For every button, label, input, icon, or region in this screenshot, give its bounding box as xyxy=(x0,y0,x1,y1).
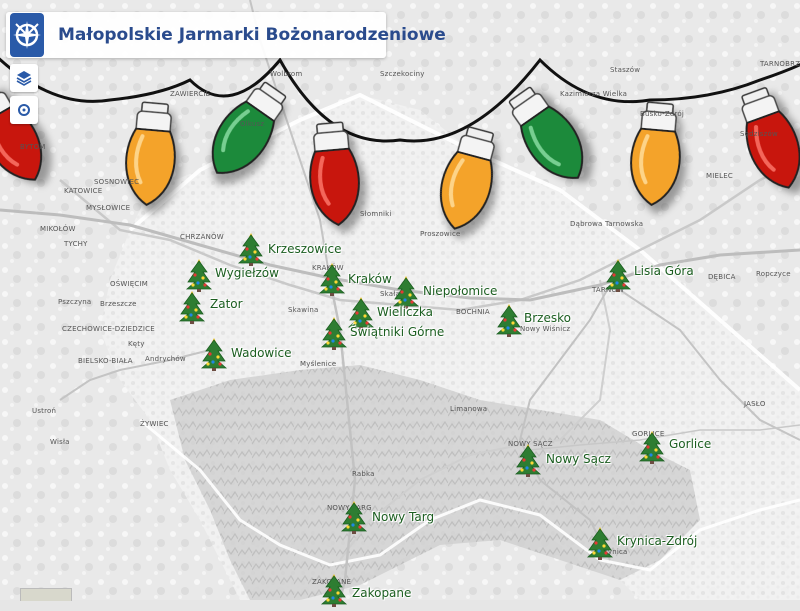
compass-star-icon[interactable] xyxy=(10,13,44,57)
marker-label[interactable]: Wygiełzów xyxy=(215,266,279,280)
christmas-tree-icon[interactable] xyxy=(392,275,420,309)
marker-label[interactable]: Lisia Góra xyxy=(634,264,694,278)
marker-label[interactable]: Gorlice xyxy=(669,437,711,451)
marker-label[interactable]: Krynica-Zdrój xyxy=(617,534,697,548)
basemap-place-label: Olkusz xyxy=(240,120,264,128)
christmas-tree-icon[interactable] xyxy=(320,573,348,607)
marker-label[interactable]: Świątniki Górne xyxy=(350,325,444,339)
basemap-place-label: Nowy Wiśnicz xyxy=(520,325,570,333)
basemap-place-label: CZECHOWICE-DZIEDZICE xyxy=(62,325,155,333)
basemap-place-label: Myślenice xyxy=(300,360,336,368)
basemap-place-label: Szczekociny xyxy=(380,70,425,78)
marker-label[interactable]: Wieliczka xyxy=(377,305,433,319)
basemap-place-label: ZAWIERCIE xyxy=(170,90,210,98)
marker-label[interactable]: Zakopane xyxy=(352,586,411,600)
basemap-place-label: Kazimierza Wielka xyxy=(560,90,627,98)
christmas-tree-icon[interactable] xyxy=(495,303,523,337)
basemap-place-label: Ustroń xyxy=(32,407,56,415)
marker-label[interactable]: Wadowice xyxy=(231,346,292,360)
basemap-place-label: Słomniki xyxy=(360,210,392,218)
christmas-tree-icon[interactable] xyxy=(318,262,346,296)
basemap-place-label: OŚWIĘCIM xyxy=(110,280,148,288)
marker-label[interactable]: Nowy Sącz xyxy=(546,452,611,466)
basemap-place-label: TYCHY xyxy=(64,240,88,248)
marker-label[interactable]: Brzesko xyxy=(524,311,571,325)
basemap-place-label: Dąbrowa Tarnowska xyxy=(570,220,643,228)
christmas-tree-icon[interactable] xyxy=(178,290,206,324)
basemap-place-label: Pszczyna xyxy=(58,298,91,306)
christmas-tree-icon[interactable] xyxy=(514,443,542,477)
minimap-toggle[interactable] xyxy=(20,588,72,601)
title-bar: Małopolskie Jarmarki Bożonarodzeniowe xyxy=(6,12,386,58)
basemap-place-label: Staszów xyxy=(610,66,640,74)
basemap-place-label: Wolbrom xyxy=(270,70,302,78)
basemap-place-label: DĘBICA xyxy=(708,273,736,281)
marker-label[interactable]: Kraków xyxy=(348,272,392,286)
christmas-tree-icon[interactable] xyxy=(237,232,265,266)
basemap-place-label: JASŁO xyxy=(744,400,766,408)
basemap-place-label: Skawina xyxy=(288,306,318,314)
layers-icon[interactable] xyxy=(10,64,38,92)
basemap-place-label: Limanowa xyxy=(450,405,487,413)
basemap-place-label: Sędziszów xyxy=(740,130,778,138)
christmas-tree-icon[interactable] xyxy=(200,337,228,371)
basemap-place-label: ŻYWIEC xyxy=(140,420,169,428)
marker-label[interactable]: Krzeszowice xyxy=(268,242,342,256)
marker-label[interactable]: Nowy Targ xyxy=(372,510,434,524)
basemap-place-label: BIELSKO-BIAŁA xyxy=(78,357,133,365)
basemap-place-label: BOCHNIA xyxy=(456,308,490,316)
locate-icon[interactable] xyxy=(10,96,38,124)
basemap-place-label: MIELEC xyxy=(706,172,733,180)
basemap-place-label: MIKOŁÓW xyxy=(40,225,76,233)
basemap-place-label: Andrychów xyxy=(145,355,186,363)
marker-label[interactable]: Niepołomice xyxy=(423,284,497,298)
basemap-place-label: SOSNOWIEC xyxy=(94,178,139,186)
basemap-place-label: BYTOM xyxy=(20,143,46,151)
page-title: Małopolskie Jarmarki Bożonarodzeniowe xyxy=(58,25,446,45)
basemap-place-label: MYSŁOWICE xyxy=(86,204,130,212)
basemap-place-label: KATOWICE xyxy=(64,187,102,195)
christmas-tree-icon[interactable] xyxy=(604,258,632,292)
christmas-tree-icon[interactable] xyxy=(340,500,368,534)
basemap-place-label: TARNOBRZEG xyxy=(760,60,800,68)
christmas-tree-icon[interactable] xyxy=(586,526,614,560)
basemap-place-label: Proszowice xyxy=(420,230,461,238)
christmas-tree-icon[interactable] xyxy=(185,258,213,292)
basemap-place-label: Wisła xyxy=(50,438,70,446)
basemap-place-label: Busko-Zdrój xyxy=(640,110,684,118)
basemap-place-label: Brzeszcze xyxy=(100,300,137,308)
basemap-place-label: Kęty xyxy=(128,340,145,348)
marker-label[interactable]: Zator xyxy=(210,297,243,311)
basemap-place-label: Ropczyce xyxy=(756,270,791,278)
basemap-place-label: Rabka xyxy=(352,470,375,478)
christmas-tree-icon[interactable] xyxy=(320,316,348,350)
basemap-place-label: CHRZANÓW xyxy=(180,233,224,241)
christmas-tree-icon[interactable] xyxy=(638,430,666,464)
